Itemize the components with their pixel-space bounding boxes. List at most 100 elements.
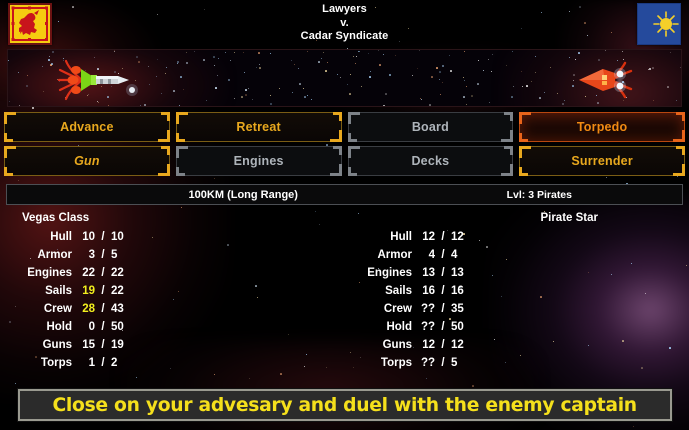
stat-label: Guns (42, 338, 72, 351)
decks-button-label: Decks (411, 154, 450, 168)
stat-current-value: 15 (82, 338, 95, 351)
engines-button[interactable]: Engines (175, 146, 342, 176)
stat-max-value: 10 (111, 230, 124, 243)
stat-label: Torps (380, 356, 412, 369)
advance-button[interactable]: Advance (4, 112, 170, 142)
stat-max-value: 5 (111, 248, 118, 261)
board-button-label: Board (411, 120, 449, 134)
stat-current-value: 3 (88, 248, 95, 261)
message-text: Close on your advesary and duel with the… (52, 394, 638, 416)
stat-row: Hold??/50 (350, 318, 485, 336)
gun-button-label: Gun (74, 154, 100, 168)
stat-row: Crew 28 / 43 (10, 300, 145, 318)
stat-current-value: 10 (82, 230, 95, 243)
player-ship-name: Vegas Class (22, 212, 90, 224)
stat-current-value: ?? (420, 302, 435, 315)
stat-current-value: ?? (420, 320, 435, 333)
stat-label: Engines (27, 266, 72, 279)
action-row-primary: Advance Retreat Board Torpedo (4, 112, 685, 142)
stat-separator: / (101, 320, 105, 333)
board-button[interactable]: Board (347, 112, 514, 142)
stat-max-value: 12 (451, 338, 464, 351)
stat-separator: / (441, 302, 445, 315)
flag-left-red-lion (8, 3, 52, 45)
stat-max-value: 50 (111, 320, 124, 333)
range-text: 100KM (Long Range) (188, 188, 298, 201)
stat-label: Hold (46, 320, 72, 333)
stat-max-value: 13 (451, 266, 464, 279)
stat-max-value: 2 (111, 356, 118, 369)
stat-current-value: 12 (422, 338, 435, 351)
stat-separator: / (441, 320, 445, 333)
title-line-enemy: Cadar Syndicate (300, 30, 389, 42)
stat-max-value: 43 (111, 302, 124, 315)
stat-current-value: 12 (422, 230, 435, 243)
stat-label: Torps (40, 356, 72, 369)
stat-max-value: 35 (451, 302, 464, 315)
flag-right-crescent-sun (637, 3, 681, 45)
stat-max-value: 19 (111, 338, 124, 351)
stat-label: Crew (383, 302, 412, 315)
title-line-versus: v. (340, 16, 349, 29)
range-status-bar: 100KM (Long Range) Lvl: 3 Pirates (6, 184, 683, 205)
stat-separator: / (441, 338, 445, 351)
stat-label: Armor (377, 248, 412, 261)
torpedo-button-label: Torpedo (576, 120, 628, 134)
surrender-button-label: Surrender (571, 154, 633, 168)
stat-label: Crew (43, 302, 72, 315)
stat-separator: / (101, 302, 105, 315)
matchup-title: Lawyers v. Cadar Syndicate (301, 3, 389, 44)
enemy-ship-icon (579, 61, 633, 99)
stat-row: Torps??/5 (350, 354, 485, 372)
stat-current-value: 19 (82, 284, 95, 297)
stat-row: Engines 22 / 22 (10, 264, 145, 282)
retreat-button[interactable]: Retreat (175, 112, 342, 142)
stat-current-value: 28 (82, 302, 95, 315)
stat-current-value: 13 (422, 266, 435, 279)
sun-glyph (653, 11, 679, 37)
decks-button[interactable]: Decks (347, 146, 514, 176)
enemy-ship-name: Pirate Star (540, 212, 598, 224)
stat-row: Hold 0 / 50 (10, 318, 145, 336)
stat-current-value: 1 (88, 356, 95, 369)
gun-button[interactable]: Gun (4, 146, 170, 176)
torpedo-button[interactable]: Torpedo (519, 112, 685, 142)
stat-separator: / (441, 230, 445, 243)
stat-label: Sails (45, 284, 72, 297)
header-bar: Lawyers v. Cadar Syndicate (0, 0, 689, 48)
player-ship-icon (57, 59, 138, 101)
stat-max-value: 22 (111, 266, 124, 279)
enemy-level-text: Lvl: 3 Pirates (506, 188, 572, 201)
surrender-button[interactable]: Surrender (519, 146, 685, 176)
stat-separator: / (441, 284, 445, 297)
stat-label: Hull (50, 230, 72, 243)
stat-current-value: 22 (82, 266, 95, 279)
action-button-grid: Advance Retreat Board Torpedo Gun (4, 112, 685, 180)
message-bar: Close on your advesary and duel with the… (18, 389, 672, 421)
stat-current-value: 0 (88, 320, 95, 333)
battle-viewport (7, 49, 682, 107)
stat-row: Guns 12 / 12 (350, 336, 485, 354)
stat-separator: / (441, 266, 445, 279)
action-row-secondary: Gun Engines Decks Surrender (4, 146, 685, 176)
stat-label: Guns (382, 338, 412, 351)
title-line-player: Lawyers (322, 3, 367, 15)
stat-separator: / (441, 248, 445, 261)
stat-separator: / (101, 266, 105, 279)
stat-label: Hull (390, 230, 412, 243)
stat-max-value: 5 (451, 356, 458, 369)
